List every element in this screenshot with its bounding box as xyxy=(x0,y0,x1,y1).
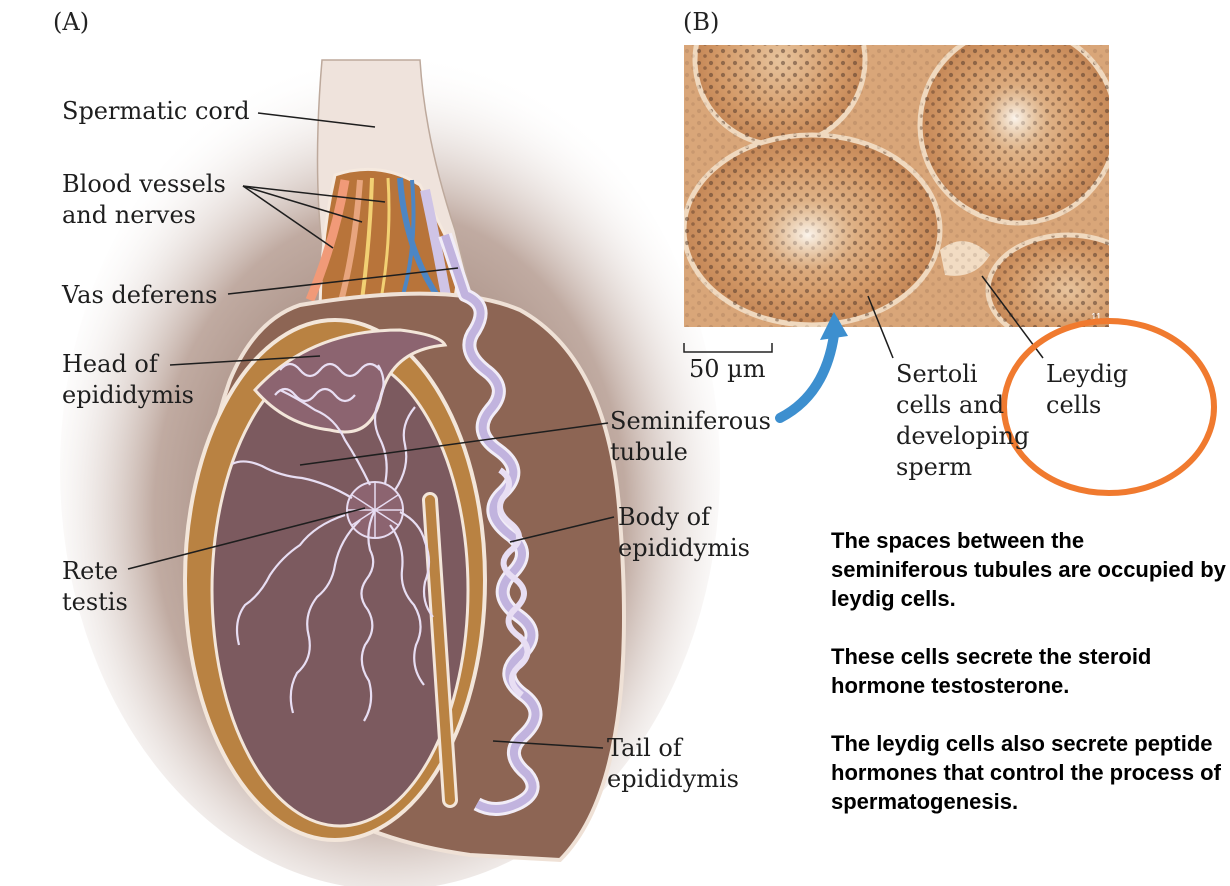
leader-rete xyxy=(127,507,366,570)
testis-illustration xyxy=(60,50,720,886)
label-rete-line1: Rete xyxy=(62,557,119,585)
panel-a-leader-lines xyxy=(127,112,615,749)
panel-b-letter: (B) xyxy=(683,8,720,36)
leader-vas-deferens xyxy=(227,267,459,295)
label-blood-vessels-line1: Blood vessels xyxy=(62,170,226,198)
label-body-line1: Body of xyxy=(618,503,710,531)
note-peptide-hormones: The leydig cells also secrete peptide ho… xyxy=(831,731,1221,814)
note-testosterone: These cells secrete the steroid hormone … xyxy=(831,644,1152,698)
nerve xyxy=(360,177,374,301)
leader-vessels-a xyxy=(242,185,386,203)
leader-spermatic-cord xyxy=(257,112,376,128)
micrograph xyxy=(684,45,1109,327)
label-seminiferous-line1: Seminiferous xyxy=(610,407,771,435)
explanation-notes: The spaces between the seminiferous tubu… xyxy=(831,526,1226,816)
label-sertoli-line3: developing xyxy=(896,422,1030,450)
label-tail-line1: Tail of xyxy=(607,734,682,762)
label-head-line2: epididymis xyxy=(62,381,194,409)
label-spermatic-cord: Spermatic cord xyxy=(62,97,250,125)
label-head-line1: Head of xyxy=(62,350,158,378)
leader-vessels-c xyxy=(242,185,334,249)
label-rete-line2: testis xyxy=(62,588,128,616)
label-scale-bar: 50 µm xyxy=(689,355,766,383)
blue-arrow-head xyxy=(820,312,848,340)
blue-arrow-shaft xyxy=(775,330,839,423)
label-leydig-line1: Leydig xyxy=(1046,360,1129,388)
label-sertoli-line4: sperm xyxy=(896,453,973,481)
label-leydig-line2: cells xyxy=(1046,391,1102,419)
leader-body xyxy=(509,516,615,543)
leader-head xyxy=(169,355,321,366)
artery xyxy=(305,179,350,302)
leader-seminiferous xyxy=(299,422,609,466)
panel-a-letter: (A) xyxy=(53,8,90,36)
label-body-line2: epididymis xyxy=(618,534,750,562)
leader-tail xyxy=(492,740,604,749)
label-vas-deferens: Vas deferens xyxy=(62,281,218,309)
scale-bar xyxy=(683,343,773,353)
leydig-highlight-circle xyxy=(1001,318,1217,496)
label-sertoli-line1: Sertoli xyxy=(896,360,978,388)
note-interstitial-spaces: The spaces between the seminiferous tubu… xyxy=(831,528,1226,611)
head-lobe xyxy=(252,328,448,434)
figure-number: 11 xyxy=(1091,312,1102,323)
leader-vessels-b xyxy=(242,185,363,223)
label-tail-line2: epididymis xyxy=(607,765,739,793)
label-seminiferous-line2: tubule xyxy=(610,438,688,466)
label-sertoli-line2: cells and xyxy=(896,391,1005,419)
leader-sertoli xyxy=(867,295,894,359)
seminiferous-tubules xyxy=(231,362,434,722)
label-blood-vessels-line2: and nerves xyxy=(62,201,196,229)
